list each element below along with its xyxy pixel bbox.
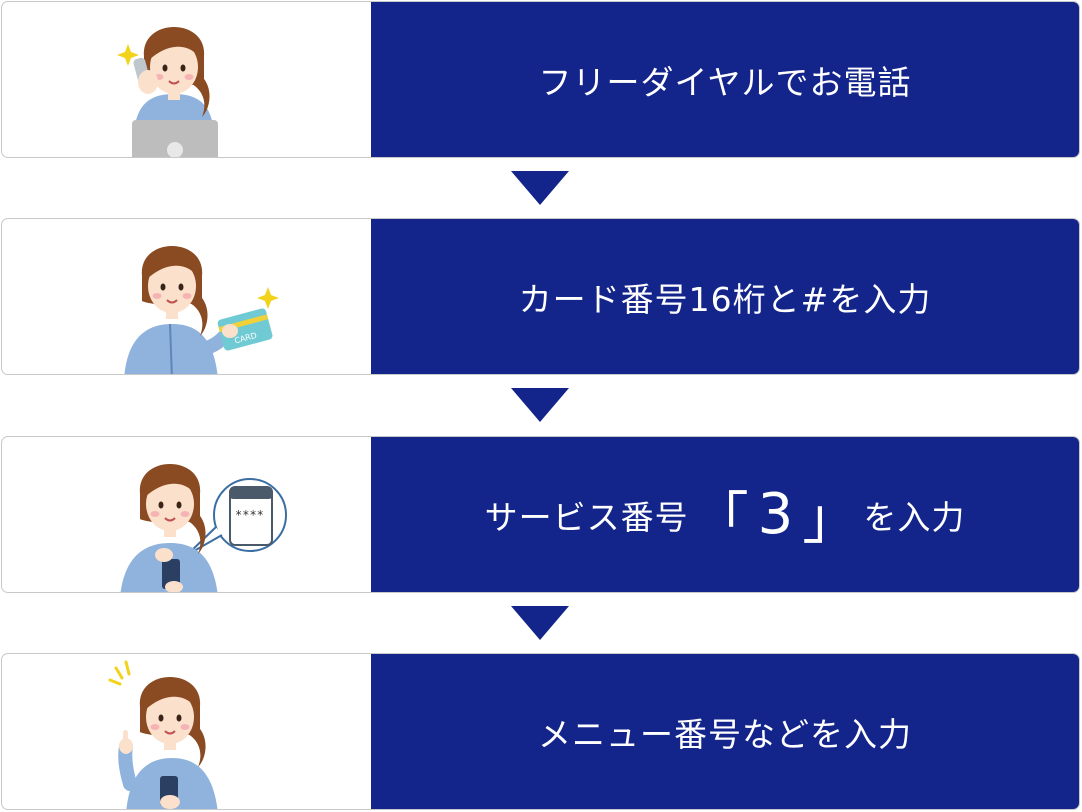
step-2-card: CARD カード番号16桁と#を入力 [1,218,1080,375]
woman-on-phone-at-laptop-icon [2,2,371,157]
step-3-bracket-close: 」 [802,487,860,552]
step-3-card: **** サービス番号 「 3 」 を入力 [1,436,1080,593]
step-3-bracket-open: 「 [692,487,750,552]
woman-holding-card-icon: CARD [2,219,371,374]
step-2-label: カード番号16桁と#を入力 [371,219,1079,374]
step-3-label: サービス番号 「 3 」 を入力 [371,437,1079,592]
woman-pointing-with-phone-icon [2,654,371,809]
step-3-label-before: サービス番号 [484,497,689,537]
step-3-service-number: 3 [757,482,795,547]
step-1-label: フリーダイヤルでお電話 [371,2,1079,157]
pin-mask: **** [235,508,264,522]
down-arrow-icon [511,606,569,640]
step-1-card: フリーダイヤルでお電話 [1,1,1080,158]
step-3-label-after: を入力 [863,497,966,537]
down-arrow-icon [511,388,569,422]
down-arrow-icon [511,171,569,205]
step-4-label: メニュー番号などを入力 [371,654,1079,809]
step-4-card: メニュー番号などを入力 [1,653,1080,810]
woman-entering-pin-icon: **** [2,437,371,592]
